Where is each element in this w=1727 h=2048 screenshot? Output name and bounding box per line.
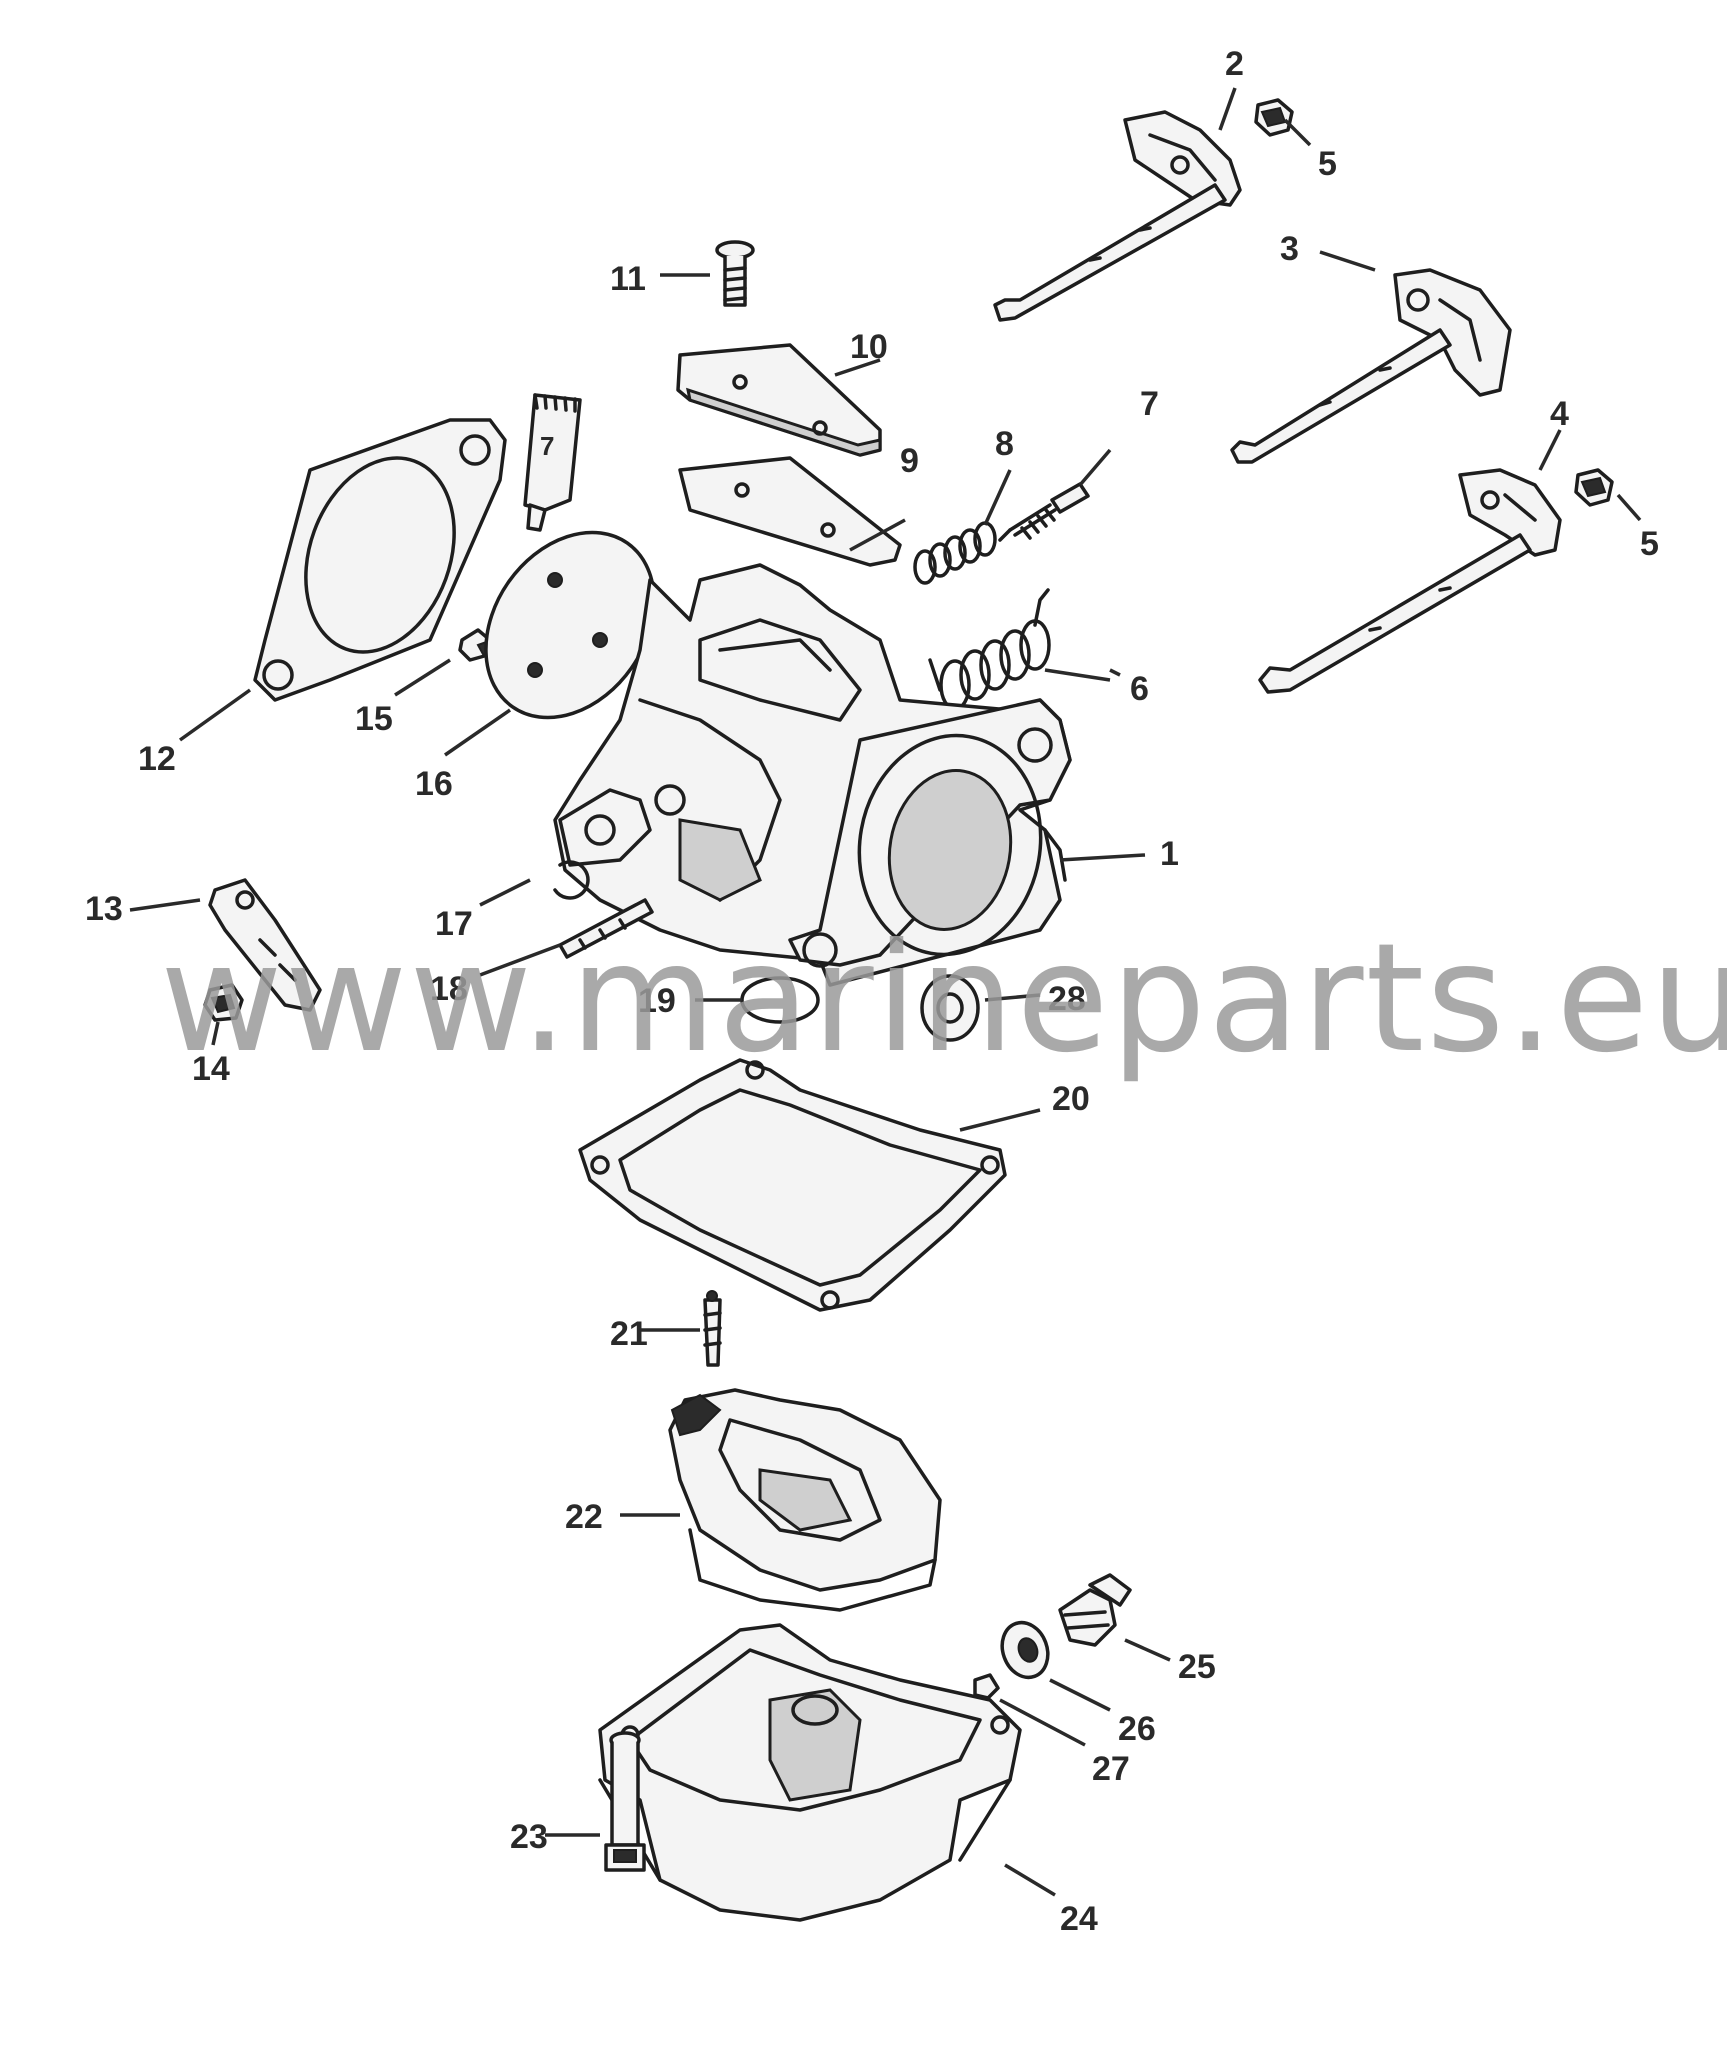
part-7-needle-screw xyxy=(998,482,1090,542)
part-13-lever xyxy=(208,878,322,1012)
callout-27: 27 xyxy=(1092,1750,1130,1788)
part-3-lever-shaft xyxy=(1230,268,1512,464)
callout-12: 12 xyxy=(138,740,176,778)
callout-7: 7 xyxy=(1140,385,1159,423)
callout-17: 17 xyxy=(435,905,473,943)
part-4-lever-shaft xyxy=(1258,468,1562,694)
part-6-torsion-spring xyxy=(928,588,1051,711)
sealant-tube: 7 xyxy=(523,393,582,532)
callout-24: 24 xyxy=(1060,1900,1098,1938)
callout-23: 23 xyxy=(510,1818,548,1856)
callout-21: 21 xyxy=(610,1315,648,1353)
part-14-screw xyxy=(203,983,244,1022)
callout-labels: 2 5 3 4 5 6 7 8 9 10 11 12 13 14 15 16 1… xyxy=(85,45,1659,1938)
part-1-carburetor-body xyxy=(553,563,1072,987)
part-5-nut-lower xyxy=(1574,468,1614,507)
callout-9: 9 xyxy=(900,442,919,480)
callout-28: 28 xyxy=(1048,980,1086,1018)
callout-2: 2 xyxy=(1225,45,1244,83)
part-28-washer xyxy=(920,974,980,1042)
tube-mark: 7 xyxy=(540,431,554,461)
part-10-plate xyxy=(676,343,882,457)
callout-15: 15 xyxy=(355,700,393,738)
callout-26: 26 xyxy=(1118,1710,1156,1748)
part-12-flange-gasket xyxy=(253,418,507,702)
callout-5-lower: 5 xyxy=(1640,525,1659,563)
part-5-nut-upper xyxy=(1254,98,1294,137)
callout-13: 13 xyxy=(85,890,123,928)
callout-22: 22 xyxy=(565,1498,603,1536)
callout-3: 3 xyxy=(1280,230,1299,268)
callout-18: 18 xyxy=(430,970,468,1008)
callout-4: 4 xyxy=(1550,395,1569,433)
part-18-pin xyxy=(558,898,654,959)
callout-25: 25 xyxy=(1178,1648,1216,1686)
part-17-clip xyxy=(553,860,590,900)
callout-19: 19 xyxy=(638,982,676,1020)
part-9-gasket xyxy=(678,456,902,567)
part-20-bowl-gasket xyxy=(578,1058,1007,1312)
part-22-float xyxy=(668,1388,942,1612)
callout-16: 16 xyxy=(415,765,453,803)
callout-11: 11 xyxy=(610,260,646,298)
part-16-diaphragm xyxy=(484,530,656,720)
part-23-screw xyxy=(604,1731,646,1872)
part-8-spring xyxy=(913,521,997,585)
leader-lines xyxy=(129,87,1642,1897)
part-21-main-jet xyxy=(703,1290,722,1367)
part-27-small-screw xyxy=(973,1673,1000,1700)
part-26-seal-washer xyxy=(1000,1620,1050,1680)
part-25-drain-plug xyxy=(1058,1573,1132,1647)
callout-10: 10 xyxy=(850,328,888,366)
part-24-float-bowl xyxy=(598,1623,1022,1922)
callout-8: 8 xyxy=(995,425,1014,463)
part-11-screw xyxy=(715,240,755,307)
part-2-lever-shaft xyxy=(993,110,1242,322)
watermark-text: www.marineparts.eu xyxy=(160,912,1727,1086)
callout-5-upper: 5 xyxy=(1318,145,1337,183)
callout-20: 20 xyxy=(1052,1080,1090,1118)
callout-1: 1 xyxy=(1160,835,1179,873)
callout-6: 6 xyxy=(1130,670,1149,708)
callout-14: 14 xyxy=(192,1050,230,1088)
